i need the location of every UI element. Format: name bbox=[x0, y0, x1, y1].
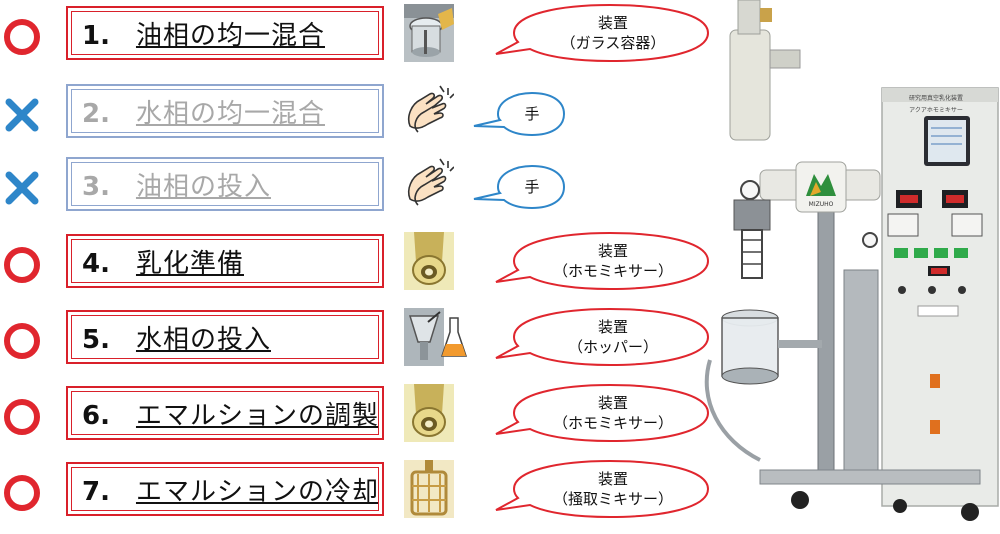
panel-subtitle-text: アクアホモミキサー bbox=[909, 107, 963, 114]
step-box: 7. エマルションの冷却 bbox=[66, 462, 384, 516]
callout-line1: 装置 bbox=[597, 470, 628, 488]
step-label: 水相の均一混合 bbox=[135, 98, 325, 129]
callout-line2: （ガラス容器） bbox=[560, 34, 666, 52]
speech-bubble: 装置 （ガラス容器） bbox=[490, 2, 712, 64]
step-row: 5. 水相の投入 装置 （ホッパー） bbox=[0, 307, 710, 368]
callout-line2: （ホモミキサー） bbox=[552, 262, 673, 280]
circle-icon bbox=[4, 323, 40, 359]
step-row: 1. 油相の均一混合 装置 （ガラス容器） bbox=[0, 3, 710, 64]
cross-icon bbox=[5, 98, 39, 132]
circle-icon bbox=[4, 399, 40, 435]
step-number: 1. bbox=[82, 20, 110, 51]
step-row: 2. 水相の均一混合 手 bbox=[0, 82, 700, 142]
step-number: 4. bbox=[82, 248, 110, 279]
emulsifier-machine: 研究用真空乳化装置 アクアホモミキサー MIZUHO bbox=[700, 0, 1000, 530]
step-label: 乳化準備 bbox=[135, 248, 244, 279]
callout-line2: （掻取ミキサー） bbox=[552, 490, 673, 508]
circle-icon bbox=[4, 247, 40, 283]
step-label: 油相の均一混合 bbox=[135, 20, 325, 51]
circle-icon bbox=[4, 475, 40, 511]
step-row: 6. エマルションの調製 装置 （ホモミキサー） bbox=[0, 383, 710, 444]
step-box: 2. 水相の均一混合 bbox=[66, 84, 384, 138]
callout-line1: 手 bbox=[524, 178, 540, 196]
speech-bubble: 装置 （ホモミキサー） bbox=[490, 230, 712, 292]
callout-line1: 装置 bbox=[597, 318, 628, 336]
step-label: エマルションの調製 bbox=[135, 400, 379, 431]
speech-bubble: 装置 （ホモミキサー） bbox=[490, 382, 712, 444]
step-number: 7. bbox=[82, 476, 110, 507]
hands-icon bbox=[404, 82, 454, 140]
step-box: 1. 油相の均一混合 bbox=[66, 6, 384, 60]
hopper-flask-icon bbox=[404, 308, 468, 366]
callout-line1: 装置 bbox=[597, 242, 628, 260]
speech-bubble: 装置 （掻取ミキサー） bbox=[490, 458, 712, 520]
step-label: エマルションの冷却 bbox=[135, 476, 379, 507]
step-number: 6. bbox=[82, 400, 110, 431]
speech-bubble: 手 bbox=[470, 90, 566, 138]
glass-vessel-icon bbox=[404, 4, 454, 62]
step-label: 水相の投入 bbox=[135, 324, 271, 355]
brand-text: MIZUHO bbox=[809, 201, 834, 208]
step-number: 3. bbox=[82, 171, 110, 202]
hands-icon bbox=[404, 155, 454, 213]
callout-line2: （ホッパー） bbox=[567, 338, 658, 356]
step-row: 4. 乳化準備 装置 （ホモミキサー） bbox=[0, 231, 710, 292]
step-box: 5. 水相の投入 bbox=[66, 310, 384, 364]
homomixer-head-icon bbox=[404, 232, 454, 290]
step-number: 2. bbox=[82, 98, 110, 129]
homomixer-head-icon bbox=[404, 384, 454, 442]
step-box: 6. エマルションの調製 bbox=[66, 386, 384, 440]
speech-bubble: 手 bbox=[470, 163, 566, 211]
panel-title-text: 研究用真空乳化装置 bbox=[909, 94, 963, 102]
callout-line1: 装置 bbox=[597, 14, 628, 32]
circle-icon bbox=[4, 19, 40, 55]
step-row: 7. エマルションの冷却 装置 （掻取ミキサー） bbox=[0, 459, 710, 520]
step-row: 3. 油相の投入 手 bbox=[0, 155, 700, 215]
speech-bubble: 装置 （ホッパー） bbox=[490, 306, 712, 368]
step-box: 3. 油相の投入 bbox=[66, 157, 384, 211]
step-label: 油相の投入 bbox=[135, 171, 271, 202]
step-box: 4. 乳化準備 bbox=[66, 234, 384, 288]
scraper-mixer-icon bbox=[404, 460, 454, 518]
step-number: 5. bbox=[82, 324, 110, 355]
callout-line2: （ホモミキサー） bbox=[552, 414, 673, 432]
callout-line1: 手 bbox=[524, 105, 540, 123]
callout-line1: 装置 bbox=[597, 394, 628, 412]
cross-icon bbox=[5, 171, 39, 205]
